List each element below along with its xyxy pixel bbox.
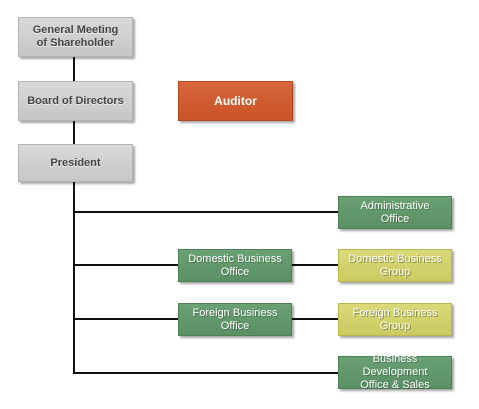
connector-trunk [73, 182, 75, 373]
connector-meeting-board [73, 57, 75, 81]
foreign-business-group-box: Foreign Business Group [338, 303, 452, 336]
connector-branch-administrative [73, 211, 338, 213]
administrative-office-box: Administrative Office [338, 196, 452, 229]
auditor-box: Auditor [178, 81, 293, 121]
board-of-directors-box: Board of Directors [18, 81, 133, 121]
domestic-business-office-box: Domestic Business Office [178, 249, 292, 282]
connector-branch-business-dev [73, 372, 338, 374]
foreign-business-office-box: Foreign Business Office [178, 303, 292, 336]
president-box: President [18, 144, 133, 182]
general-meeting-box: General Meeting of Shareholder [18, 17, 133, 57]
connector-board-president [73, 121, 75, 144]
business-development-office-box: Business Development Office & Sales [338, 353, 452, 391]
domestic-business-group-box: Domestic Business Group [338, 249, 452, 282]
